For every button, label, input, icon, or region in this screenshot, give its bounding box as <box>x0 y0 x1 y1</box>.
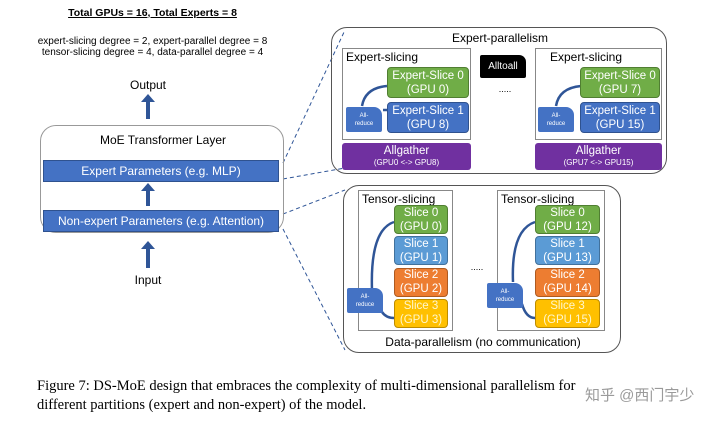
slice-label: Expert-Slice 0 <box>584 69 656 82</box>
figure-caption: Figure 7: DS-MoE design that embraces th… <box>37 377 717 415</box>
tensor-slice-2: Slice 2(GPU 14) <box>535 267 600 297</box>
allreduce-label: All- <box>359 112 369 119</box>
slice-label: Slice 1 <box>403 237 439 250</box>
allreduce-label: reduce <box>355 301 375 308</box>
tensor-slice-3: Slice 3(GPU 15) <box>535 298 600 328</box>
data-parallelism-box: Data-parallelism (no communication) <box>343 185 621 353</box>
input-label: Input <box>134 273 162 287</box>
slice-label: Slice 1 <box>550 237 585 250</box>
expert-slice-1: Expert-Slice 1(GPU 15) <box>580 102 660 133</box>
expert-slicing-box: Expert-slicing <box>535 48 662 140</box>
tensor-slice-2: Slice 2(GPU 2) <box>394 267 448 297</box>
ellipsis: ..... <box>498 84 512 94</box>
slice-label: Slice 0 <box>550 206 585 219</box>
slice-label: Slice 0 <box>403 206 439 219</box>
gpu-label: (GPU 8) <box>406 118 450 131</box>
moe-layer-box: MoE Transformer Layer <box>40 125 284 233</box>
slice-label: Expert-Slice 1 <box>392 104 464 117</box>
expert-slicing-box: Expert-slicing <box>342 48 471 140</box>
allreduce-box: All-reduce <box>346 107 382 132</box>
expert-slice-1: Expert-Slice 1(GPU 8) <box>387 102 469 133</box>
allgather-box: Allgather(GPU0 <-> GPU8) <box>342 143 471 170</box>
output-label: Output <box>129 78 167 92</box>
total-title: Total GPUs = 16, Total Experts = 8 <box>68 7 237 19</box>
expert-slice-0: Expert-Slice 0(GPU 0) <box>387 67 469 98</box>
tensor-slicing-title: Tensor-slicing <box>501 192 575 206</box>
slice-label: Expert-Slice 1 <box>584 104 656 117</box>
tensor-slicing-box: Tensor-slicing <box>497 190 605 331</box>
allreduce-label: All- <box>360 293 370 300</box>
allreduce-label: reduce <box>495 296 515 303</box>
dashed-lines <box>282 29 346 351</box>
gpu-label: (GPU 15) <box>543 314 592 327</box>
slice-label: Slice 3 <box>403 300 439 313</box>
allgather-sub: (GPU7 <-> GPU15) <box>563 157 634 167</box>
caption-line-2: different partitions (expert and non-exp… <box>37 397 367 413</box>
degree-line-2: tensor-slicing degree = 4, data-parallel… <box>41 47 264 58</box>
gpu-label: (GPU 7) <box>598 83 642 96</box>
allgather-box: Allgather(GPU7 <-> GPU15) <box>535 143 662 170</box>
gpu-label: (GPU 12) <box>543 220 592 233</box>
gpu-label: (GPU 3) <box>399 314 443 327</box>
allreduce-box: All-reduce <box>347 288 383 313</box>
tensor-slicing-title: Tensor-slicing <box>362 192 436 206</box>
alltoall-box: Alltoall <box>480 55 526 78</box>
tensor-slice-0: Slice 0(GPU 0) <box>394 205 448 234</box>
caption-line-1: Figure 7: DS-MoE design that embraces th… <box>37 378 576 394</box>
allreduce-label: reduce <box>546 120 566 127</box>
allgather-sub: (GPU0 <-> GPU8) <box>373 157 440 167</box>
allreduce-label: reduce <box>354 120 374 127</box>
expert-parallelism-title: Expert-parallelism <box>451 31 549 45</box>
gpu-label: (GPU 0) <box>406 83 450 96</box>
expert-parameters-bar: Expert Parameters (e.g. MLP) <box>43 160 279 182</box>
expert-slicing-title: Expert-slicing <box>550 50 623 64</box>
allreduce-box: All-reduce <box>487 283 523 308</box>
gpu-label: (GPU 1) <box>399 251 443 264</box>
tensor-slice-3: Slice 3(GPU 3) <box>394 298 448 328</box>
expert-slicing-title: Expert-slicing <box>346 50 419 64</box>
allreduce-arcs <box>360 84 582 320</box>
allreduce-box: All-reduce <box>538 107 574 132</box>
gpu-label: (GPU 0) <box>399 220 443 233</box>
allreduce-label: All- <box>500 288 510 295</box>
ellipsis: ..... <box>470 262 484 272</box>
degree-line-1: expert-slicing degree = 2, expert-parall… <box>37 36 268 47</box>
gpu-label: (GPU 14) <box>543 283 592 296</box>
gpu-label: (GPU 13) <box>543 251 592 264</box>
tensor-slice-0: Slice 0(GPU 12) <box>535 205 600 234</box>
moe-title: MoE Transformer Layer <box>99 133 227 147</box>
allgather-label: Allgather <box>383 144 430 157</box>
gpu-label: (GPU 2) <box>399 283 443 296</box>
slice-label: Expert-Slice 0 <box>392 69 464 82</box>
tensor-slicing-box: Tensor-slicing <box>358 190 453 331</box>
gpu-label: (GPU 15) <box>595 118 645 131</box>
slice-label: Slice 3 <box>550 300 585 313</box>
arrows <box>141 94 155 268</box>
allgather-label: Allgather <box>575 144 622 157</box>
expert-parallelism-box: Expert-parallelism <box>331 27 667 174</box>
data-parallelism-title: Data-parallelism (no communication) <box>385 335 581 349</box>
nonexpert-parameters-bar: Non-expert Parameters (e.g. Attention) <box>43 210 279 232</box>
watermark: 知乎 @西门宇少 <box>585 387 695 404</box>
slice-label: Slice 2 <box>403 269 439 282</box>
slice-label: Slice 2 <box>550 269 585 282</box>
tensor-slice-1: Slice 1(GPU 1) <box>394 236 448 266</box>
expert-slice-0: Expert-Slice 0(GPU 7) <box>580 67 660 98</box>
allreduce-label: All- <box>551 112 561 119</box>
tensor-slice-1: Slice 1(GPU 13) <box>535 236 600 266</box>
